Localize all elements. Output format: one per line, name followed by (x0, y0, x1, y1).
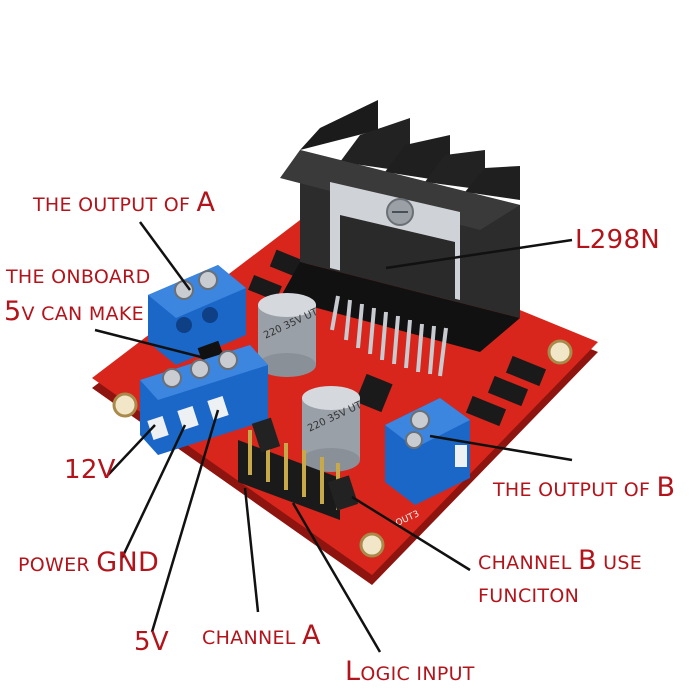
label-onboard-line2: 5V CAN MAKE (4, 296, 144, 327)
label-output-b-letter: B (656, 472, 676, 503)
terminal-output-a (148, 265, 246, 365)
label-l298n: L298N (575, 225, 661, 255)
label-logic-l: L (345, 656, 361, 687)
label-channel-a: CHANNEL A (202, 620, 321, 651)
label-gnd-text: GND (96, 547, 160, 578)
label-onboard-line1: THE ONBOARD (6, 266, 151, 288)
label-5v: 5V (134, 627, 169, 657)
label-output-b-text: THE OUTPUT OF (493, 479, 657, 501)
label-channel-b-line1: CHANNEL B USE (478, 545, 642, 576)
label-channel-b-text: CHANNEL (478, 552, 579, 574)
header-pins (238, 417, 359, 520)
label-12v: 12V (64, 455, 116, 485)
capacitor-1: 220 35V UT (258, 293, 321, 377)
terminal-output-b: OUT3 (385, 398, 470, 529)
label-channel-a-text: CHANNEL (202, 627, 303, 649)
label-onboard-can-make: V CAN MAKE (21, 303, 144, 325)
label-channel-b-line2: FUNCITON (478, 585, 580, 607)
label-power-gnd: POWER GND (18, 547, 159, 578)
label-power-text: POWER (18, 554, 97, 576)
annotation-lines (94, 221, 573, 653)
terminal-power (140, 345, 268, 455)
label-output-b: THE OUTPUT OF B (493, 472, 675, 503)
label-channel-b-letter: B (578, 545, 597, 576)
capacitor-2: 220 35V UT (302, 386, 365, 472)
chip-pins (330, 295, 448, 377)
label-channel-b-use: USE (596, 552, 643, 574)
label-channel-a-letter: A (302, 620, 321, 651)
label-onboard-five: 5 (4, 296, 22, 327)
l298n-chip (330, 182, 460, 300)
label-output-a: THE OUTPUT OF A (33, 187, 215, 218)
label-logic-input: LOGIC INPUT (345, 656, 475, 687)
label-output-a-text: THE OUTPUT OF (33, 194, 197, 216)
label-logic-rest: OGIC INPUT (360, 663, 475, 685)
label-output-a-letter: A (196, 187, 216, 218)
